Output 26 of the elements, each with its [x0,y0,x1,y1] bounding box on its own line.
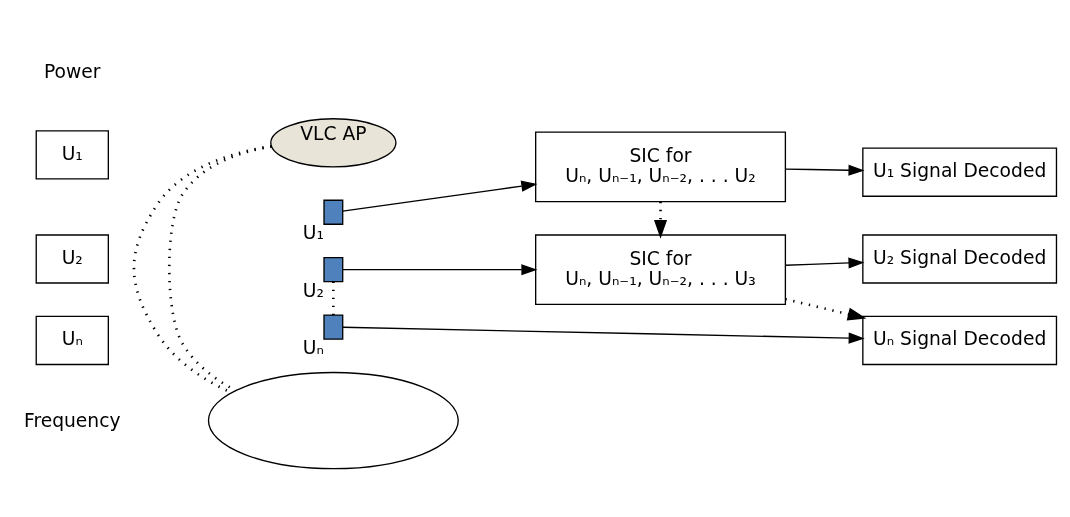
node-box: U₁ Signal Decoded [862,147,1058,197]
arrow [342,263,538,275]
node-label: U₂ [302,279,324,301]
node-label: U₁ [302,221,324,243]
arrow [785,297,867,321]
node-ellipse [207,371,459,469]
label: Frequency [24,409,121,431]
label: Power [44,60,101,82]
node-ellipse: VLC AP [270,117,397,168]
node-box [323,313,344,340]
arrow [653,201,668,239]
node-label: Uₙ [302,336,324,358]
arrow [784,256,865,269]
node-box: U₂ Signal Decoded [862,233,1058,284]
node-box: SIC for Uₙ, Uₙ₋₁, Uₙ₋₂, . . . U₃ [535,233,787,305]
node-box [323,256,344,282]
arrow [342,326,865,344]
node-box: Uₙ [35,315,109,365]
connector [132,144,272,394]
node-box: Uₙ Signal Decoded [862,315,1058,365]
node-box [323,199,344,225]
node-box: U₂ [35,233,109,284]
arrow [342,180,538,212]
node-box: U₁ [35,129,109,180]
node-box: SIC for Uₙ, Uₙ₋₁, Uₙ₋₂, . . . U₂ [535,130,787,202]
arrow [784,164,865,176]
